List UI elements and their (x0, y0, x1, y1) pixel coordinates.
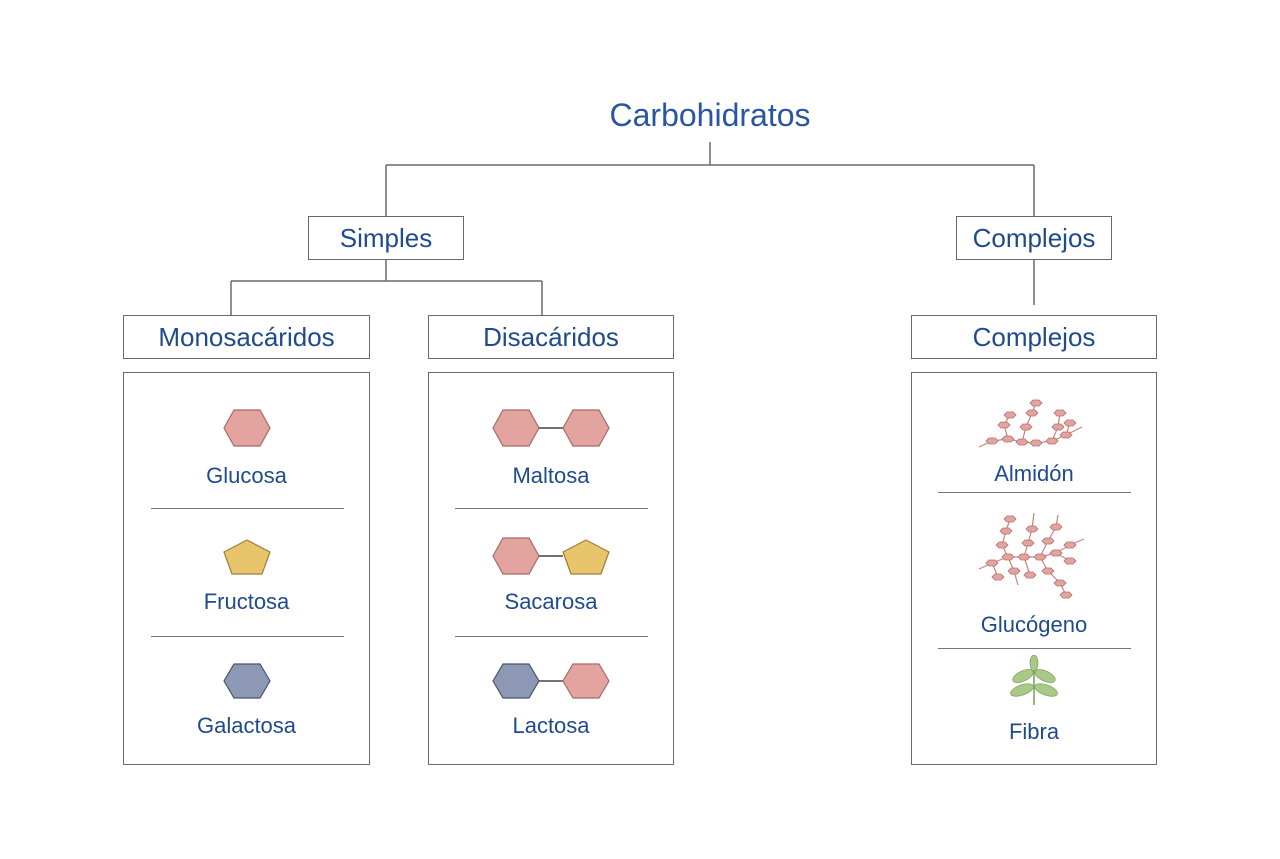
category-complejos-label: Complejos (972, 222, 1096, 253)
item-lactosa: Lactosa (512, 713, 590, 738)
item-fructosa: Fructosa (203, 589, 290, 614)
leaf-plant-icon (912, 655, 1156, 705)
item-maltosa: Maltosa (512, 463, 590, 488)
group-complejos: Complejos (911, 315, 1157, 359)
maltose-molecule-icon (429, 409, 673, 447)
galactose-hexagon-icon (124, 663, 369, 699)
category-simples-label: Simples (339, 222, 433, 253)
item-almidon: Almidón (994, 461, 1074, 486)
item-glucosa: Glucosa (206, 463, 287, 488)
item-galactosa: Galactosa (196, 713, 297, 738)
group-monosacaridos-label: Monosacáridos (158, 321, 335, 352)
divider (455, 636, 648, 637)
item-fibra: Fibra (1008, 719, 1060, 744)
divider (151, 508, 344, 509)
category-complejos: Complejos (956, 216, 1112, 260)
diagram-title: Carbohidratos (609, 97, 811, 133)
panel-disacaridos: Maltosa Sacarosa Lactosa (428, 372, 674, 765)
item-glucogeno: Glucógeno (980, 612, 1088, 637)
group-disacaridos-label: Disacáridos (483, 321, 619, 352)
starch-chain-icon (912, 395, 1156, 455)
divider (938, 492, 1131, 493)
glucose-hexagon-icon (124, 409, 369, 447)
item-sacarosa: Sacarosa (504, 589, 598, 614)
group-disacaridos: Disacáridos (428, 315, 674, 359)
divider (455, 508, 648, 509)
glycogen-branched-icon (912, 505, 1156, 605)
group-monosacaridos: Monosacáridos (123, 315, 370, 359)
panel-complejos: Almidón (911, 372, 1157, 765)
fructose-pentagon-icon (124, 539, 369, 575)
divider (938, 648, 1131, 649)
panel-monosacaridos: Glucosa Fructosa Galactosa (123, 372, 370, 765)
divider (151, 636, 344, 637)
category-simples: Simples (308, 216, 464, 260)
group-complejos-label: Complejos (972, 321, 1096, 352)
sucrose-molecule-icon (429, 537, 673, 575)
lactose-molecule-icon (429, 663, 673, 699)
